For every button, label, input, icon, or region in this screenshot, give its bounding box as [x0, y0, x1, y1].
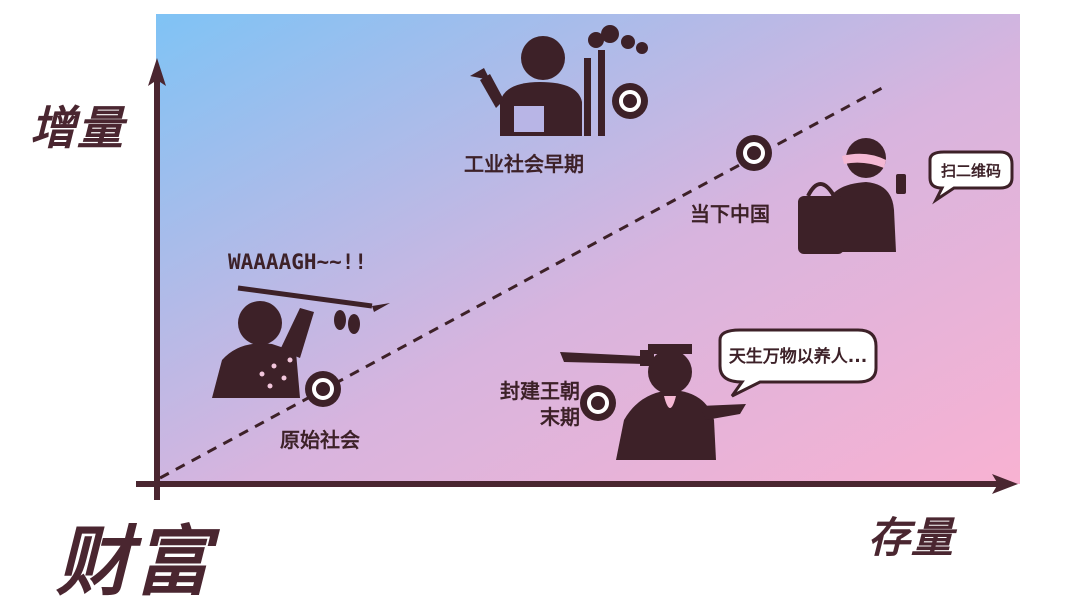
- primitive-shout-text: WAAAAGH~~!!: [228, 250, 368, 274]
- primitive-person-icon: [212, 285, 390, 398]
- feudal-label-line-2: 末期: [540, 405, 580, 429]
- feudal-label-line-1: 封建王朝: [500, 379, 580, 403]
- node-marker-primitive: [305, 371, 341, 407]
- y-axis: [148, 58, 166, 500]
- x-axis-label: 存量: [868, 513, 955, 562]
- node-label-industrial: 工业社会早期: [464, 152, 584, 176]
- corner-title: 财富: [56, 517, 212, 606]
- china-bubble-text: 扫二维码: [941, 162, 1001, 180]
- factory-chimney-icon: [584, 25, 648, 136]
- china-speech-bubble: 扫二维码: [928, 150, 1014, 205]
- feudal-bubble-text: 天生万物以养人...: [729, 346, 867, 367]
- industrial-worker-icon: [470, 36, 582, 136]
- y-axis-label: 增量: [30, 101, 124, 155]
- feudal-speech-bubble: 天生万物以养人...: [718, 328, 878, 398]
- node-marker-china: [736, 135, 772, 171]
- modern-person-icon: [798, 138, 906, 254]
- feudal-official-icon: [560, 344, 746, 460]
- node-marker-feudal: [580, 385, 616, 421]
- node-label-primitive: 原始社会: [280, 428, 360, 452]
- node-marker-industrial: [612, 83, 648, 119]
- x-axis: [136, 474, 1018, 494]
- node-label-feudal: 封建王朝 末期: [460, 378, 580, 430]
- node-label-china: 当下中国: [690, 202, 770, 226]
